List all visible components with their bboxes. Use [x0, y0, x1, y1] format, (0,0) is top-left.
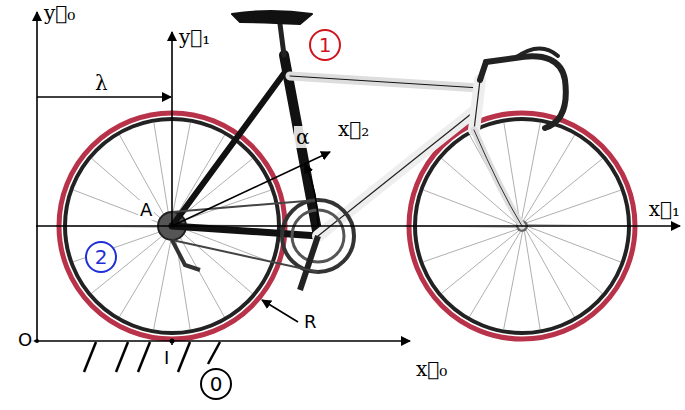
axis-label: x⃗₀ — [414, 358, 449, 380]
chain — [172, 200, 318, 212]
spoke — [73, 190, 166, 225]
spoke — [524, 231, 540, 329]
spoke — [527, 190, 621, 222]
spoke — [522, 123, 541, 220]
spoke — [524, 135, 575, 220]
axis-label: I — [162, 348, 171, 368]
part-number-circle: 1 — [309, 29, 341, 61]
axis-label: x⃗₁ — [647, 198, 682, 220]
axis-y0 — [36, 12, 38, 341]
spoke — [504, 232, 523, 329]
spoke — [120, 135, 168, 222]
axis-y1 — [171, 32, 173, 226]
spoke — [423, 229, 517, 261]
spoke — [526, 230, 574, 317]
axis-label: R — [302, 312, 319, 332]
part-number: 0 — [210, 374, 223, 394]
spoke — [526, 159, 603, 222]
contact-point — [170, 339, 175, 344]
part-number-circle: 2 — [85, 241, 117, 273]
axis-label: A — [138, 200, 154, 220]
spoke — [154, 232, 173, 329]
angle-arc — [305, 164, 318, 226]
spoke — [442, 231, 519, 294]
spoke — [92, 158, 167, 223]
axis-x0 — [30, 340, 410, 342]
spoke — [119, 232, 170, 317]
axis-label: λ — [93, 72, 110, 94]
ground-hatching — [84, 342, 220, 372]
spoke — [469, 232, 520, 317]
spoke — [528, 227, 621, 262]
part-number: 2 — [95, 247, 108, 267]
spoke — [527, 229, 602, 294]
dimension-lambda — [37, 96, 171, 98]
spoke — [154, 123, 170, 221]
origin-point — [35, 339, 39, 343]
axis-label: O — [16, 330, 34, 350]
part-number-circle: 0 — [200, 368, 232, 400]
frame — [172, 11, 566, 236]
derailleur — [172, 240, 200, 270]
axis-label: y⃗₀ — [42, 2, 77, 24]
radius-leader — [262, 300, 298, 322]
axis-label: x⃗₂ — [336, 118, 371, 140]
spoke — [177, 229, 252, 294]
axis-x1 — [36, 225, 680, 227]
chain — [172, 240, 318, 272]
axis-x2 — [172, 152, 330, 226]
part-number: 1 — [319, 35, 332, 55]
crank — [300, 236, 318, 290]
axis-label: α — [294, 126, 312, 148]
axis-label: y⃗₁ — [177, 26, 212, 48]
